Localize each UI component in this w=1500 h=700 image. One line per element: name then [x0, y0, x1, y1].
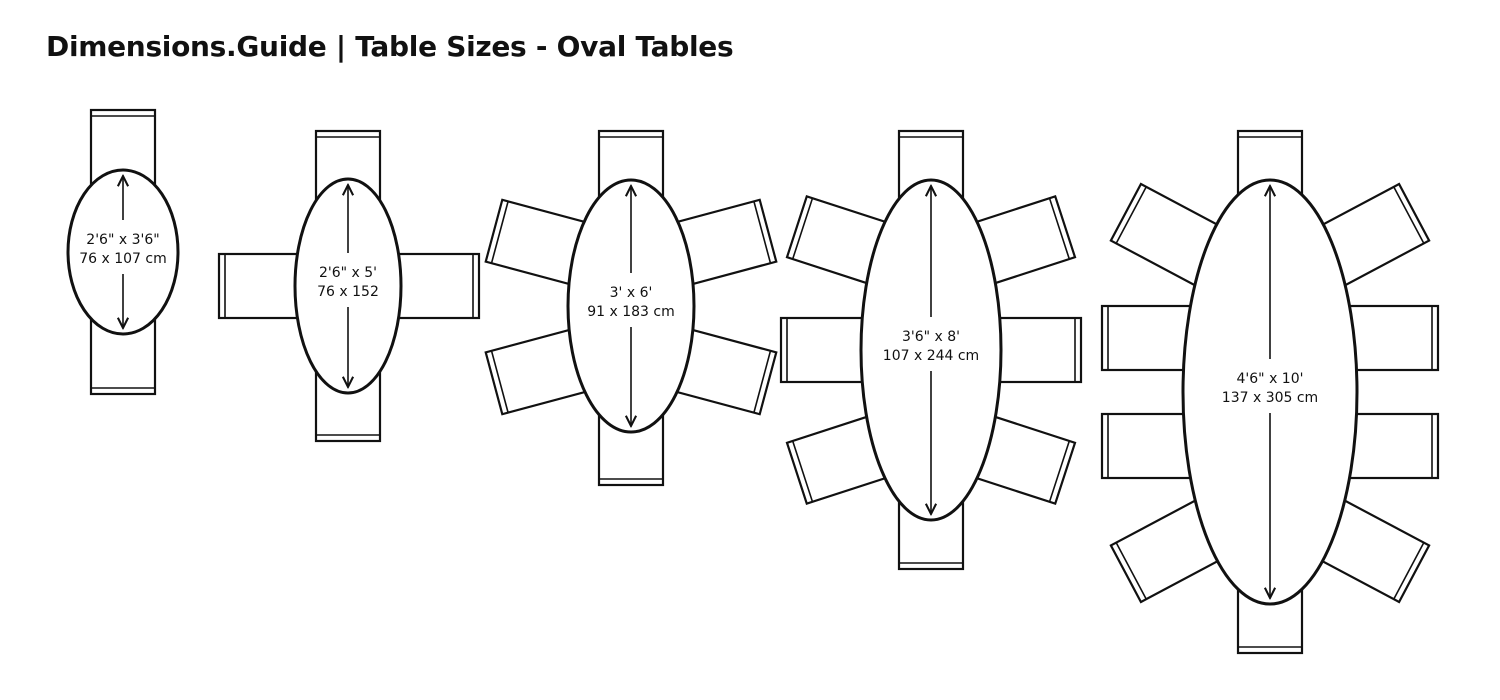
tables-layer: 2'6" x 3'6" 76 x 107 cm 2'6" x 5' 76 x 152 3…: [66, 108, 1440, 655]
imperial-dimension-label: 4'6" x 10': [1237, 371, 1304, 387]
chair-back-edge: [1048, 197, 1071, 260]
oval-table-top: [66, 168, 180, 336]
page-title: Dimensions.Guide | Table Sizes - Oval Ta…: [46, 30, 734, 63]
chair-back-edge: [791, 440, 814, 503]
imperial-dimension-label: 2'6" x 3'6": [86, 232, 159, 248]
chair-back-edge: [791, 197, 814, 260]
metric-dimension-label: 76 x 152: [317, 284, 379, 300]
imperial-dimension-label: 3'6" x 8': [902, 329, 960, 345]
chair-back-edge: [1115, 186, 1147, 244]
metric-dimension-label: 76 x 107 cm: [79, 251, 167, 267]
chair-back-edge: [753, 201, 772, 264]
chair-back-edge: [490, 350, 509, 413]
chair-back-edge: [1115, 542, 1147, 600]
oval-table-top: [1181, 178, 1359, 606]
chair-back-edge: [1393, 542, 1425, 600]
chair-back-edge: [1393, 186, 1425, 244]
oval-table-top: [566, 178, 696, 434]
table-group-oval-2x3: 2'6" x 3'6" 76 x 107 cm: [66, 108, 180, 396]
chair-back-edge: [490, 201, 509, 264]
table-group-oval-10: 4'6" x 10' 137 x 305 cm: [1100, 129, 1440, 655]
table-group-oval-4: 2'6" x 5' 76 x 152: [217, 129, 481, 443]
imperial-dimension-label: 3' x 6': [610, 285, 653, 301]
oval-table-top: [859, 178, 1003, 522]
metric-dimension-label: 91 x 183 cm: [587, 304, 675, 320]
chair-back-edge: [1048, 440, 1071, 503]
chair-back-edge: [753, 350, 772, 413]
imperial-dimension-label: 2'6" x 5': [319, 265, 377, 281]
table-group-oval-6: 3' x 6' 91 x 183 cm: [484, 129, 778, 487]
metric-dimension-label: 137 x 305 cm: [1222, 390, 1318, 406]
table-group-oval-8: 3'6" x 8' 107 x 244 cm: [779, 129, 1083, 571]
metric-dimension-label: 107 x 244 cm: [883, 348, 979, 364]
oval-table-top: [293, 177, 403, 395]
